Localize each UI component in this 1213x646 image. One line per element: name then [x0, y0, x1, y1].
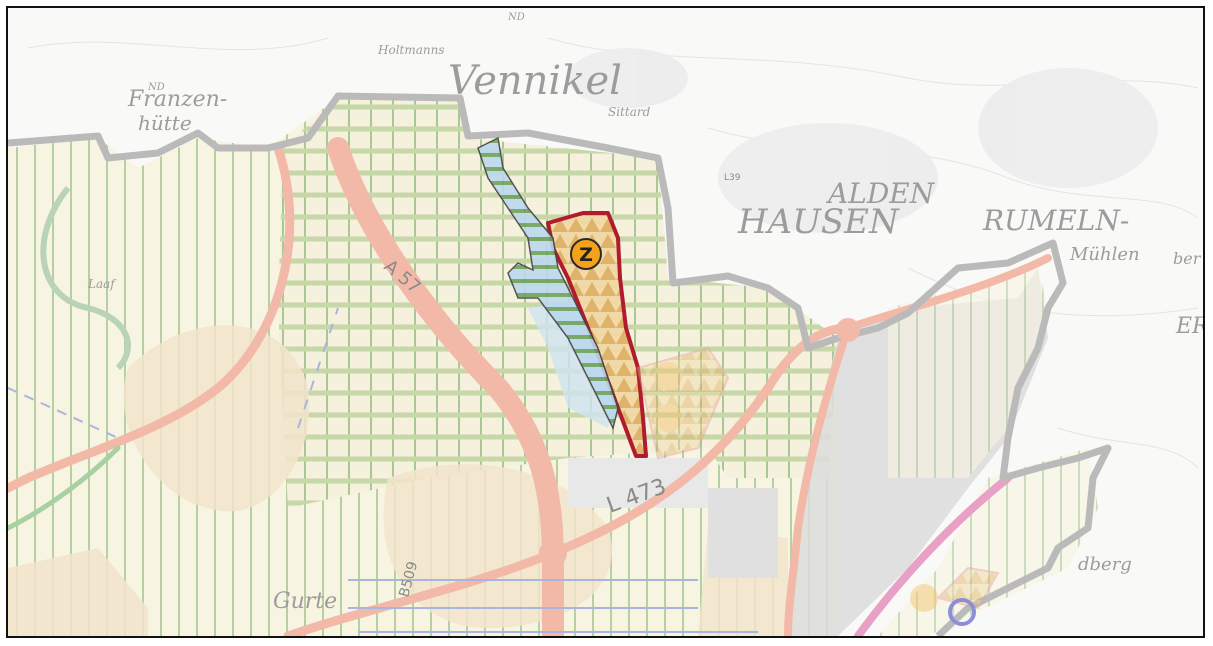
blue-hatched-area	[477, 136, 619, 431]
place-er: ER	[1175, 314, 1203, 339]
road-label-l39: L39	[724, 173, 741, 183]
road-northeast	[844, 254, 1052, 332]
industrial-block-2	[708, 488, 778, 578]
utility-lines	[8, 307, 758, 633]
place-huette: hütte	[138, 111, 192, 135]
extraction-zone-outline	[546, 211, 648, 458]
junction-ring-icon	[948, 598, 976, 626]
place-alden: ALDEN	[825, 177, 936, 210]
place-oberg: dberg	[1078, 554, 1132, 575]
northern-settlements	[568, 48, 1158, 233]
place-vennikel: Vennikel	[448, 58, 622, 104]
place-holtmanns: Holtmanns	[377, 43, 445, 57]
interchange-icon	[539, 539, 567, 567]
faded-zone-markers	[636, 346, 1000, 612]
roundabout-icon	[836, 318, 860, 342]
map-frame: Z Vennikel Franzen- hütte Holtmanns Laaf…	[6, 6, 1205, 638]
cycle-route	[40, 186, 131, 371]
road-west	[8, 143, 295, 493]
road-l473	[283, 323, 853, 636]
place-hausen: HAUSEN	[737, 202, 900, 242]
place-franzen: Franzen-	[127, 87, 227, 112]
motorway-a57	[327, 137, 564, 636]
place-sittard: Sittard	[608, 105, 651, 119]
roads	[8, 137, 1052, 636]
zone-marker-z[interactable]: Z	[570, 238, 602, 270]
marker-letter: Z	[579, 244, 593, 266]
place-rumeln: RUMELN-	[982, 204, 1129, 237]
map-canvas[interactable]: Z Vennikel Franzen- hütte Holtmanns Laaf…	[8, 8, 1203, 636]
southeast-zone	[878, 448, 1098, 636]
label-nd-1: ND	[147, 82, 165, 93]
green-road	[8, 445, 121, 531]
road-south	[784, 324, 852, 636]
place-ber: ber	[1173, 249, 1202, 268]
rail-line	[854, 474, 1012, 636]
marker-circle-icon	[570, 238, 602, 270]
place-muehlen: Mühlen	[1069, 244, 1140, 265]
label-nd-2: ND	[507, 12, 525, 23]
place-laaf: Laaf	[87, 277, 117, 291]
place-gurte: Gurte	[273, 589, 337, 614]
